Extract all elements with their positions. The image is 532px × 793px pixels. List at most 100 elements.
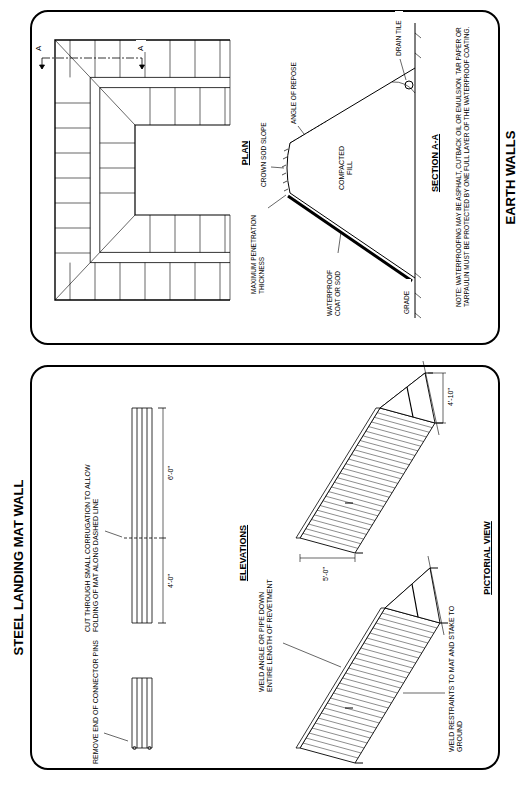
earth-wall-plan-stroke [195, 263, 196, 300]
earth-wall-plan-stroke [145, 263, 146, 300]
mat-revetment-stroke-stroke [385, 568, 440, 623]
mat-elevation-stroke [104, 733, 128, 741]
mat-revetment-stroke-stroke [321, 713, 376, 728]
earth-wall-section-stroke [400, 59, 406, 80]
mat-revetment-stroke-stroke [361, 648, 416, 663]
earth-wall-plan-stroke [100, 193, 135, 194]
earth-wall-plan-stroke [55, 253, 90, 254]
callout-label: WELD ANGLE OR PIPE DOWN ENTIRE LENGTH OF… [258, 568, 275, 693]
view-title: PICTORIAL VIEW [482, 493, 493, 623]
mat-revetment-stroke-stroke [312, 728, 367, 743]
mat-revetment-stroke-stroke [358, 653, 413, 668]
mat-revetment-stroke [296, 361, 443, 553]
earth-wall-plan-stroke [170, 40, 171, 77]
earth-wall-plan-stroke [70, 40, 71, 77]
mat-elevation-stroke [132, 408, 152, 409]
earth-wall-plan-stroke [150, 88, 151, 125]
earth-wall-section-stroke [338, 232, 341, 253]
earth-wall-section-stroke [287, 68, 415, 278]
earth-wall-plan-stroke [225, 88, 226, 125]
mat-revetment-stroke-stroke [343, 678, 398, 693]
mat-revetment-stroke-stroke [336, 688, 391, 703]
mat-elevation-stroke [133, 747, 136, 750]
earth-wall-plan-stroke [200, 88, 201, 125]
earth-wall-plan-stroke [95, 40, 96, 77]
mat-elevation-stroke [132, 748, 152, 749]
pictorial-dimensions-stroke [300, 554, 301, 562]
earth-wall-plan-stroke [120, 40, 121, 77]
earth-wall-plan-stroke [90, 77, 230, 262]
earth-wall-plan-stroke [200, 215, 201, 252]
mat-revetment-stroke-stroke [333, 693, 388, 708]
mat-elevation-stroke [137, 678, 138, 748]
mat-elevation-stroke [105, 531, 122, 537]
earth-wall-section-stroke [415, 33, 421, 318]
earth-wall-plan-stroke [55, 203, 90, 204]
pictorial-dimensions-stroke [355, 554, 356, 562]
pictorial-dimensions-stroke [443, 373, 444, 423]
mat-revetment-stroke-stroke [380, 373, 435, 423]
section-cut-line-stroke [42, 58, 142, 59]
earth-wall-section-stroke [405, 81, 413, 89]
mat-revetment-stroke-stroke [349, 668, 404, 683]
mat-revetment-stroke-stroke [355, 763, 363, 764]
view-title: SECTION A-A [430, 113, 441, 213]
mat-elevation [104, 408, 166, 750]
earth-wall-plan-stroke [225, 215, 226, 252]
mat-elevation-stroke [147, 408, 148, 623]
mat-elevation-stroke [158, 623, 166, 624]
earth-wall-plan-stroke [230, 40, 231, 125]
callout-label: WELD RESTRAINTS TO MAT AND STAKE TO GROU… [448, 573, 465, 753]
earth-wall-plan-stroke [55, 215, 135, 300]
earth-wall-plan-stroke [175, 88, 176, 125]
view-title: ELEVATIONS [238, 513, 249, 593]
mat-revetment-stroke-stroke [379, 618, 434, 633]
panel-title: EARTH WALLS [503, 12, 519, 343]
earth-wall-plan-stroke [220, 263, 221, 300]
mat-elevation-stroke [152, 408, 153, 623]
earth-wall-section-stroke [288, 196, 412, 281]
earth-wall-section [268, 23, 421, 318]
mat-revetment-stroke [296, 556, 448, 763]
pictorial-dimensions [283, 373, 446, 693]
callout-label: 6'-0" [167, 458, 175, 488]
mat-elevation-stroke [152, 678, 153, 748]
mat-revetment-stroke-stroke [309, 733, 364, 748]
earth-wall-section-stroke [268, 195, 286, 208]
mat-elevation-stroke [147, 678, 148, 748]
earth-wall-section-stroke [282, 149, 288, 191]
mat-elevation-stroke [142, 408, 143, 623]
callout-label: NOTE: WATERPROOFING MAY BE ASPHALT, CUTB… [455, 23, 471, 308]
earth-wall-plan-stroke [220, 40, 221, 77]
earth-wall-plan-stroke [55, 178, 90, 179]
mat-revetment-stroke-stroke [330, 698, 385, 713]
earth-wall-section-stroke [298, 126, 304, 134]
mat-elevation-stroke [163, 408, 164, 623]
earth-wall-plan-stroke [135, 125, 230, 215]
pictorial-dimensions-stroke [283, 643, 341, 667]
mat-revetment-stroke-stroke [430, 568, 438, 569]
section-cut-line-stroke [40, 65, 45, 69]
mat-elevation-stroke [158, 408, 166, 409]
mat-revetment-stroke-stroke [352, 663, 407, 678]
mat-revetment-stroke-stroke [346, 673, 401, 688]
earth-wall-section-stroke [392, 82, 415, 93]
pictorial-dimensions-stroke [428, 373, 446, 374]
earth-wall-plan-stroke [55, 228, 90, 229]
mat-revetment-stroke-stroke [376, 623, 431, 638]
pictorial-dimensions-stroke [300, 558, 355, 559]
mat-revetment-stroke-stroke [315, 723, 370, 738]
callout-label: A [136, 40, 146, 52]
mat-elevation-stroke [132, 678, 133, 748]
mat-elevation-stroke [132, 623, 152, 624]
mat-revetment-stroke-stroke [428, 556, 444, 635]
earth-wall-section-stroke [271, 167, 284, 168]
mat-revetment-stroke-stroke [423, 361, 439, 435]
mat-revetment-stroke-stroke [373, 628, 428, 643]
mat-revetment-stroke-stroke [339, 683, 394, 698]
mat-elevation-stroke [148, 747, 151, 750]
earth-wall-plan-stroke [195, 40, 196, 77]
section-cut-line-stroke [140, 65, 145, 69]
earth-wall-plan [55, 40, 230, 300]
